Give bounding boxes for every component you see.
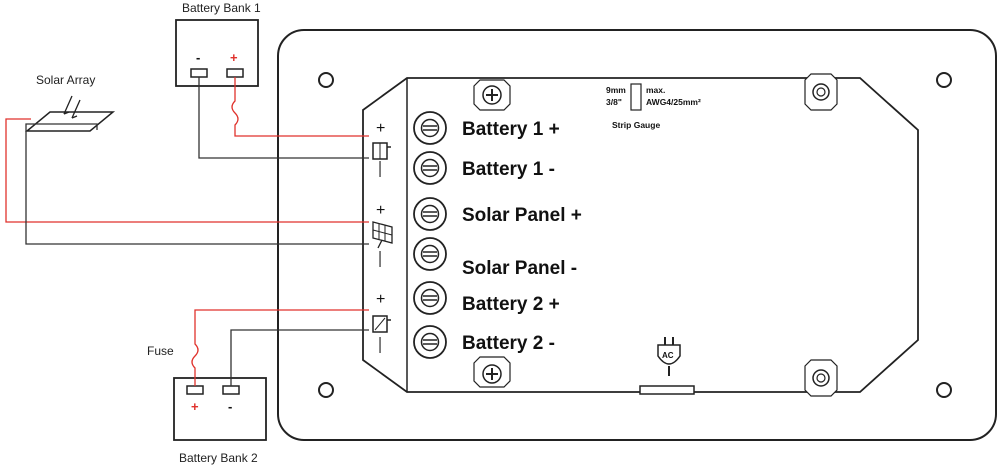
terminal-battery-1-plus: Battery 1 + (413, 111, 560, 145)
mounting-hole-icon (804, 73, 838, 397)
strip-gauge-9mm: 9mm (606, 85, 626, 95)
terminal-label: Solar Panel - (462, 258, 577, 279)
wire-battery-2-negative (230, 329, 369, 386)
controller-body (362, 77, 919, 393)
battery-bank-2-negative-post (222, 385, 240, 395)
terminal-label: Battery 2 + (462, 294, 560, 315)
battery-bank-2-negative-sign: - (228, 399, 232, 414)
battery-bank-1 (175, 19, 259, 87)
battery-bank-1-positive-post (226, 68, 244, 78)
battery-icon (372, 142, 391, 160)
terminal-label: Solar Panel + (462, 205, 582, 226)
battery-bank-2-positive-post (186, 385, 204, 395)
battery1-minus-mark: — (372, 161, 389, 177)
battery-icon (372, 315, 391, 333)
battery2-minus-mark: — (372, 337, 389, 353)
terminal-solar-panel-minus: Solar Panel - (413, 237, 577, 279)
ac-label: AC (662, 351, 674, 360)
strip-gauge-awg: AWG4/25mm² (646, 97, 701, 107)
solar-minus-mark: — (372, 251, 389, 267)
ac-plug-icon: AC (657, 337, 681, 376)
solar-array-label: Solar Array (36, 73, 95, 87)
strip-gauge: 9mm 3/8" max. AWG4/25mm² Strip Gauge (606, 83, 701, 130)
terminal-battery-1-minus: Battery 1 - (413, 151, 555, 185)
battery-bank-1-negative-post (190, 68, 208, 78)
battery-bank-1-label: Battery Bank 1 (182, 1, 261, 15)
battery-bank-1-positive-sign: + (230, 50, 238, 65)
terminal-label: Battery 1 - (462, 159, 555, 180)
terminal-solar-panel-plus: Solar Panel + (413, 197, 582, 231)
solar-panel-icon (24, 95, 116, 132)
terminal-label: Battery 2 - (462, 333, 555, 354)
battery-bank-2-label: Battery Bank 2 (179, 451, 258, 465)
wire-solar-negative (25, 123, 369, 245)
wire-battery-1-negative (198, 77, 369, 159)
strip-gauge-3-8: 3/8" (606, 97, 622, 107)
screw-icon (473, 79, 511, 388)
battery-bank-1-negative-sign: - (196, 50, 200, 65)
battery1-plus-mark: + (376, 120, 385, 137)
battery2-plus-mark: + (376, 291, 385, 308)
terminal-label: Battery 1 + (462, 119, 560, 140)
wire-battery-2-positive (191, 309, 369, 386)
terminal-battery-2-minus: Battery 2 - (413, 325, 555, 359)
terminal-battery-2-plus: Battery 2 + (413, 281, 560, 315)
wire-solar-positive (5, 118, 369, 223)
solar-panel-icon (372, 221, 393, 249)
battery-bank-2-positive-sign: + (191, 399, 199, 414)
strip-gauge-caption: Strip Gauge (612, 120, 660, 130)
strip-gauge-max: max. (646, 85, 665, 95)
fuse-label: Fuse (147, 344, 174, 358)
wire-battery-1-positive (231, 77, 369, 137)
controller-slot (639, 385, 695, 395)
mounting-hole-icon (318, 72, 952, 398)
solar-plus-mark: + (376, 202, 385, 219)
